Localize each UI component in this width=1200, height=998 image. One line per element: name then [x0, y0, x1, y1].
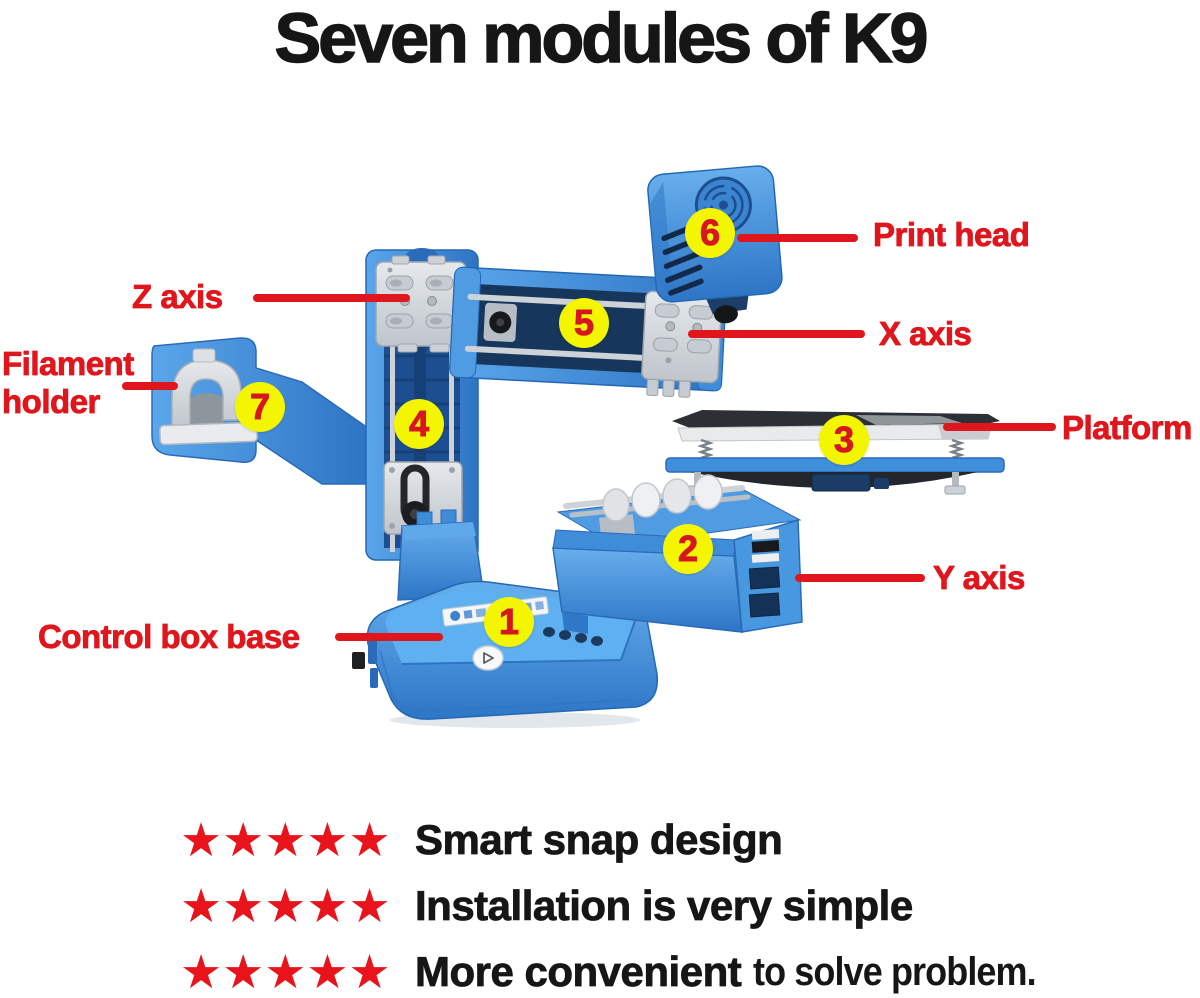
module-badge-6-number: 6 — [699, 212, 721, 253]
feature-list: ★★★★★ Smart snap design ★★★★★ Installati… — [180, 812, 1067, 998]
module-badge-2: 2 — [663, 524, 713, 574]
leader-line-platform — [943, 423, 1056, 431]
label-print-head: Print head — [873, 216, 1031, 253]
label-platform: Platform — [1062, 409, 1193, 446]
label-filament-holder: Filament holder — [2, 345, 135, 420]
module-badge-5: 5 — [559, 298, 609, 348]
feature-row: ★★★★★ Installation is very simple — [180, 878, 1067, 934]
label-y-axis: Y axis — [933, 559, 1026, 596]
feature-row: ★★★★★ Smart snap design — [180, 812, 1067, 868]
five-star-rating-icon: ★★★★★ — [180, 944, 391, 998]
label-x-axis: X axis — [879, 315, 973, 352]
module-badge-4-number: 4 — [408, 403, 430, 444]
label-control-box-base: Control box base — [38, 618, 301, 655]
module-badge-2-number: 2 — [677, 528, 699, 569]
module-badge-5-number: 5 — [573, 302, 595, 343]
feature-row: ★★★★★ More convenient to solve problem. — [180, 944, 1067, 998]
page-title: Seven modules of K9 — [274, 0, 929, 77]
module-badge-1-number: 1 — [498, 601, 520, 642]
label-z-axis: Z axis — [132, 278, 224, 315]
module-badge-7-number: 7 — [249, 386, 271, 427]
five-star-rating-icon: ★★★★★ — [180, 812, 391, 868]
module-badge-1: 1 — [484, 597, 534, 647]
module-badge-7: 7 — [235, 382, 285, 432]
module-badge-3: 3 — [819, 415, 869, 465]
leader-line-x-axis — [688, 330, 865, 338]
feature-text-secondary: to solve problem. — [753, 949, 1037, 994]
module-badge-4: 4 — [394, 399, 444, 449]
feature-text: Installation is very simple — [415, 882, 914, 930]
five-star-rating-icon: ★★★★★ — [180, 878, 391, 934]
leader-line-z-axis — [253, 294, 410, 302]
feature-text: More convenient — [415, 948, 743, 996]
feature-text: Smart snap design — [415, 816, 784, 864]
module-badge-6: 6 — [685, 208, 735, 258]
leader-line-control-box-base — [335, 633, 443, 641]
leader-line-filament-holder — [122, 382, 178, 390]
module-badge-3-number: 3 — [833, 419, 855, 460]
leader-line-print-head — [737, 234, 858, 242]
leader-line-y-axis — [795, 574, 925, 582]
